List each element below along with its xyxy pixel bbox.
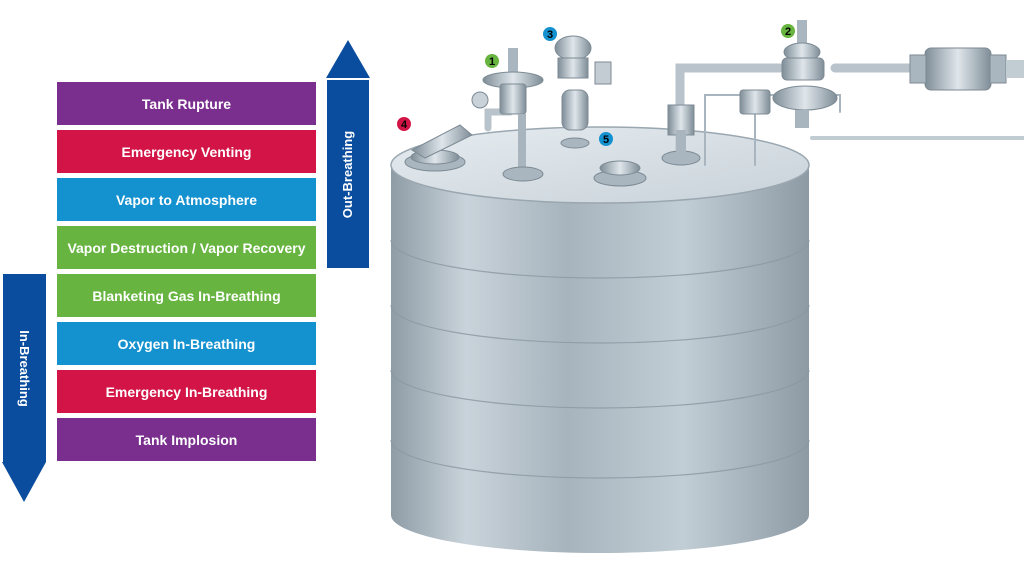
svg-text:5: 5: [603, 134, 609, 146]
bar-emergency-in-breathing: Emergency In-Breathing: [57, 370, 316, 413]
out-breathing-label: Out-Breathing: [340, 130, 356, 218]
roof-valve: [661, 89, 771, 166]
marker-4: 4: [397, 117, 411, 131]
vent-valve: [554, 35, 612, 149]
svg-text:4: 4: [401, 119, 408, 131]
pressure-vacuum-valve: [471, 48, 544, 182]
bar-vapor-destruction-recovery: Vapor Destruction / Vapor Recovery: [57, 226, 316, 269]
storage-tank: [390, 126, 810, 553]
up-arrow-head-icon: [326, 40, 370, 78]
bar-blanketing-gas-in-breathing: Blanketing Gas In-Breathing: [57, 274, 316, 317]
manhole-cover: [593, 160, 647, 187]
marker-1: 1: [485, 54, 499, 68]
blanketing-regulator: [772, 20, 838, 128]
marker-2: 2: [781, 24, 795, 38]
emergency-hatch: [404, 124, 473, 172]
in-breathing-label: In-Breathing: [17, 329, 32, 407]
svg-text:3: 3: [547, 29, 553, 41]
marker-3: 3: [543, 27, 557, 41]
svg-text:1: 1: [489, 56, 495, 68]
flame-arrester: [909, 47, 1024, 91]
bar-oxygen-in-breathing: Oxygen In-Breathing: [57, 322, 316, 365]
bar-tank-implosion: Tank Implosion: [57, 418, 316, 461]
marker-5: 5: [599, 132, 613, 146]
down-arrow-head-icon: [2, 462, 46, 502]
bar-emergency-venting: Emergency Venting: [57, 130, 316, 173]
bar-vapor-to-atmosphere: Vapor to Atmosphere: [57, 178, 316, 221]
bar-tank-rupture: Tank Rupture: [57, 82, 316, 125]
svg-text:2: 2: [785, 26, 791, 38]
